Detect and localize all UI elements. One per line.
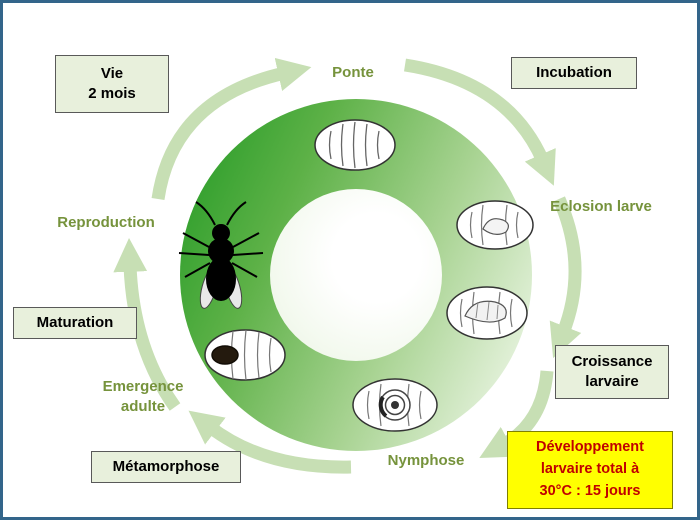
vie-line2: 2 mois xyxy=(88,85,136,102)
emergence-line1: Emergence xyxy=(102,378,184,395)
metamorphose-box: Métamorphose xyxy=(91,451,241,483)
nymphose-text: Nymphose xyxy=(387,452,465,469)
vie-duration-box: Vie 2 mois xyxy=(55,55,169,113)
maturation-box: Maturation xyxy=(13,307,137,339)
eclosion-text: Eclosion larve xyxy=(550,198,652,215)
metamorphose-label: Métamorphose xyxy=(112,457,220,475)
developpement-highlight-box: Développement larvaire total à 30°C : 15… xyxy=(507,431,673,509)
cycle-arrow-right xyxy=(549,196,582,359)
ponte-text: Ponte xyxy=(332,64,374,81)
stage-label-reproduction: Reproduction xyxy=(51,213,161,233)
incubation-label: Incubation xyxy=(536,63,612,81)
stage-label-ponte: Ponte xyxy=(303,63,403,83)
stage-label-emergence: Emergence adulte xyxy=(93,377,193,416)
dev-line2: larvaire total à xyxy=(540,461,640,478)
dev-line1: Développement xyxy=(536,439,644,456)
incubation-box: Incubation xyxy=(511,57,637,89)
vie-line1: Vie xyxy=(100,64,124,82)
cycle-ring-hole xyxy=(270,189,442,361)
emergence-line2: adulte xyxy=(120,397,166,415)
croissance-box: Croissance larvaire xyxy=(555,345,669,399)
stage-label-eclosion: Eclosion larve xyxy=(541,197,661,217)
reproduction-text: Reproduction xyxy=(57,214,155,231)
stage-label-nymphose: Nymphose xyxy=(381,451,471,471)
croissance-line2: larvaire xyxy=(585,373,639,390)
croissance-line1: Croissance xyxy=(571,352,653,370)
maturation-label: Maturation xyxy=(36,313,114,331)
dev-line3: 30°C : 15 jours xyxy=(539,482,641,499)
